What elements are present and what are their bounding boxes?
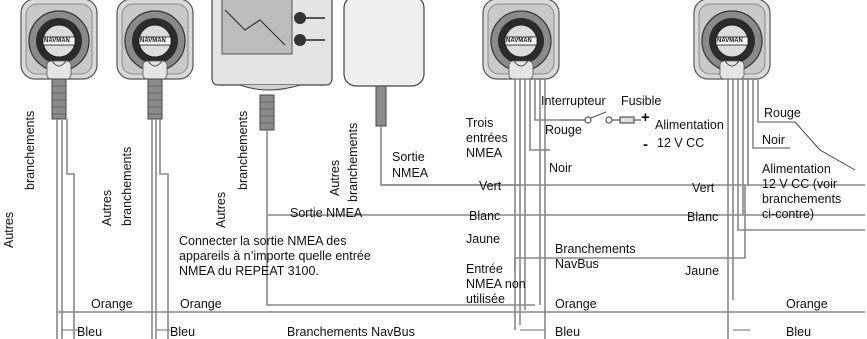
autres-branchements-2b: branchements [120,146,134,226]
branchements-navbus-label: Branchements NavBus [287,325,415,339]
minus-sign: - [643,136,648,153]
rouge-label-right: Rouge [764,106,801,120]
blanc-label-mid: Blanc [469,209,501,223]
alimentation-label-mid: Alimentation [655,118,724,132]
interrupteur-label: Interrupteur [541,94,606,108]
brand-label-1: NAVMAN [44,38,70,44]
brand-label-2: NAVMAN [140,38,166,44]
bleu-label-4: Bleu [786,325,812,339]
brand-label-4: NAVMAN [717,38,743,44]
nmea-device [343,0,425,87]
jaune-label-mid: Jaune [466,232,501,246]
alimentation-label-right: Alimentation 12 V CC (voir branchements … [762,162,842,221]
connect-note: Connecter la sortie NMEA des appareils à… [179,234,371,278]
chartplotter-device [211,0,333,91]
fusible-label: Fusible [621,94,662,108]
vert-label-mid: Vert [479,179,502,193]
trois-entrees-nmea-label: Trois entrées NMEA [466,116,508,160]
vert-label-right: Vert [692,181,715,195]
instrument-1-cable [51,78,67,120]
noir-label-right: Noir [762,133,785,147]
orange-label-4: Orange [786,297,828,311]
chartplotter-cable [259,94,275,131]
sortie-label: Sortie [392,150,425,164]
orange-label-2: Orange [180,297,222,311]
bleu-label-2: Bleu [170,325,196,339]
autres-branchements-2a: Autres [100,189,114,226]
orange-label-1: Orange [91,297,133,311]
autres-branchements-3a: Autres [214,191,228,228]
entree-nmea-non-utilisee-label: Entrée NMEA non utilisée [466,262,526,306]
sortie-nmea-label: Sortie NMEA [290,206,363,220]
autres-branchements-4a: Autres [328,159,342,196]
autres-branchements-4b: branchements [346,122,360,202]
plus-sign: + [641,109,650,126]
rouge-label-mid: Rouge [545,123,582,137]
autres-branchements-3b: branchements [236,110,250,190]
orange-label-3: Orange [555,297,597,311]
branchements-navbus-label-mid: Branchements NavBus [555,242,636,271]
jaune-label-right: Jaune [685,264,720,278]
noir-label-mid: Noir [549,161,572,175]
nmea-label: NMEA [392,166,429,180]
bleu-label-1: Bleu [77,325,103,339]
instrument-2-cable [147,78,163,120]
blanc-label-right: Blanc [687,210,719,224]
volts-label-mid: 12 V CC [657,136,705,150]
brand-label-3: NAVMAN [506,38,532,44]
nmea-device-cable [375,85,387,127]
autres-branchements-1a: Autres [2,211,16,248]
autres-branchements-1b: branchements [23,110,37,190]
switch-fuse [560,111,641,124]
bleu-label-3: Bleu [555,325,581,339]
